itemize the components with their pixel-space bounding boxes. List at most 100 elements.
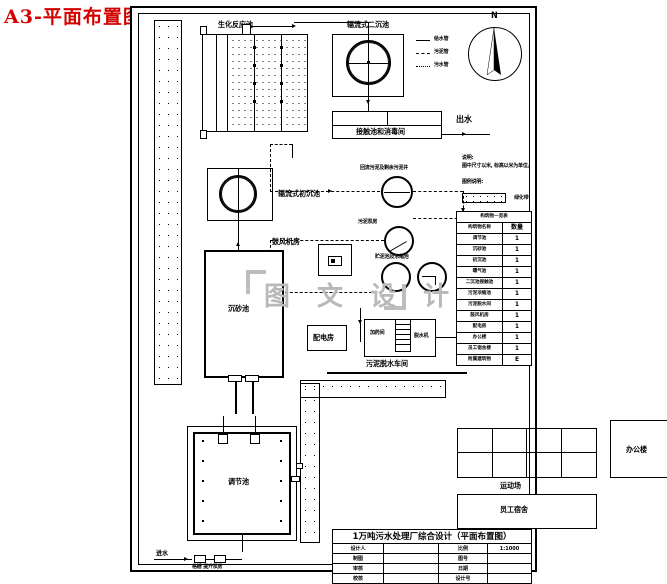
label-bio-reactor: 生化反应池: [218, 20, 253, 30]
equipment-qty: 1: [502, 277, 532, 289]
title-block-cell: 比例: [438, 543, 488, 554]
equipment-name: 鼓风机房: [456, 310, 503, 322]
equipment-qty: 1: [502, 233, 532, 245]
drawing-sheet: 生化反应池 辐流式二沉池 接触池和消毒间 出水 辐流式初沉池 鼓风机房: [130, 6, 667, 572]
equipment-qty: 1: [502, 321, 532, 333]
compass-needle-icon: [486, 27, 501, 76]
digester-tank-b: [417, 262, 447, 292]
label-outlet: 出水: [456, 114, 472, 125]
equipment-name: 二沉池接触池: [456, 277, 503, 289]
equipment-name: 曝气池: [456, 266, 503, 278]
digester-tank-a: [381, 262, 411, 292]
equipment-name: 污泥脱水间: [456, 299, 503, 311]
title-block-cell: 设计号: [438, 573, 488, 584]
equipment-table-col-name: 构筑物名称: [456, 222, 503, 234]
label-dewater-unit: 脱水机: [414, 332, 429, 340]
equipment-name: 污泥浓缩池: [456, 288, 503, 300]
table-row: 审核 日期: [332, 563, 532, 574]
watermark-bar-right: [384, 306, 406, 310]
equipment-qty: 1: [502, 332, 532, 344]
title-block-cell: 制图: [332, 553, 384, 564]
green-strip-middle: [300, 383, 320, 543]
sports-field-grid: [457, 428, 597, 478]
label-power-room: 配电房: [313, 333, 334, 343]
label-sludge-pump: 污泥泵房: [358, 218, 378, 226]
dewater-machine: [395, 319, 411, 352]
title-block: 1万吨污水处理厂综合设计（平面布置图） 设计人 比例 1:1000 制图 图号 …: [332, 529, 532, 584]
notes-block: 说明: 图中尺寸以米, 标高以米为单位。 图例说明: 绿化带: [462, 154, 536, 203]
equipment-name: 办公楼: [456, 332, 503, 344]
label-office-building: 办公楼: [626, 445, 647, 455]
label-inlet-gate: 格栅 提升泵房: [192, 563, 223, 571]
title-block-cell: [487, 573, 532, 584]
equipment-qty: 1: [502, 299, 532, 311]
dormitory-box: [457, 494, 597, 529]
bio-reactor-aeration-zone: [228, 35, 307, 131]
sludge-pump-well: [384, 226, 414, 256]
equipment-qty: E: [502, 354, 532, 366]
title-block-drawing-title: 1万吨污水处理厂综合设计（平面布置图）: [332, 529, 532, 544]
title-block-cell: 校核: [332, 573, 384, 584]
table-row: 校核 设计号: [332, 573, 532, 584]
equipment-name: 员工宿舍楼: [456, 343, 503, 355]
table-row: 制图 图号: [332, 553, 532, 564]
compass-rose: [468, 27, 522, 81]
green-strip-upper-right: [300, 380, 446, 398]
title-block-cell: 审核: [332, 563, 384, 574]
title-block-cell: [383, 573, 439, 584]
label-sludge-dewater: 污泥脱水车间: [366, 359, 408, 369]
label-equalization-tank: 调节池: [228, 477, 249, 487]
legend-label-water-supply: 给水管: [434, 35, 449, 43]
label-dosing-room: 加药间: [370, 329, 385, 337]
label-inlet: 进水: [156, 549, 169, 558]
label-grit-chamber: 沉砂池: [228, 304, 249, 314]
grit-chamber-tank: [204, 250, 284, 378]
notes-legend-item: 绿化带: [514, 195, 529, 201]
legend-label-sewage-pipe: 污水管: [434, 61, 449, 69]
title-block-cell: [487, 553, 532, 564]
title-block-cell: 图号: [438, 553, 488, 564]
equipment-name: 调节池: [456, 233, 503, 245]
equipment-table-col-qty: 数量: [502, 222, 532, 234]
label-digester: 贮泥池及浓缩池: [375, 253, 409, 261]
equipment-name: 附属建筑物: [456, 354, 503, 366]
power-room-box: [307, 325, 347, 351]
table-row: 设计人 比例 1:1000: [332, 543, 532, 554]
watermark-bar-left-v: [246, 270, 250, 294]
title-block-cell: [383, 543, 439, 554]
equipment-table-title: 构筑物一览表: [456, 211, 532, 223]
label-sludge-thickener: 回流污泥及剩余污泥井: [360, 164, 409, 172]
notes-heading: 说明:: [462, 154, 474, 162]
equalization-tank-inner: [193, 432, 291, 535]
watermark-bar-right-v: [402, 284, 406, 310]
legend-label-sludge-pipe: 污泥管: [434, 48, 449, 56]
equipment-name: 配电房: [456, 321, 503, 333]
equipment-qty: 1: [502, 310, 532, 322]
label-blower-room: 鼓风机房: [272, 237, 300, 247]
equipment-qty: 1: [502, 244, 532, 256]
page-title: A3-平面布置图: [4, 6, 143, 28]
title-block-cell: 1:1000: [487, 543, 532, 554]
title-block-cell: [383, 563, 439, 574]
label-primary-clarifier: 辐流式初沉池: [278, 189, 320, 199]
office-building-box: [610, 420, 667, 478]
label-sports-field: 运动场: [500, 481, 521, 491]
equipment-name: 沉砂池: [456, 244, 503, 256]
notes-legend-heading: 图例说明:: [462, 178, 484, 186]
equipment-qty: 1: [502, 343, 532, 355]
equipment-qty: 1: [502, 288, 532, 300]
notes-body: 图中尺寸以米, 标高以米为单位。: [462, 162, 533, 170]
compass-north-label: N: [491, 10, 498, 21]
title-block-cell: [487, 563, 532, 574]
